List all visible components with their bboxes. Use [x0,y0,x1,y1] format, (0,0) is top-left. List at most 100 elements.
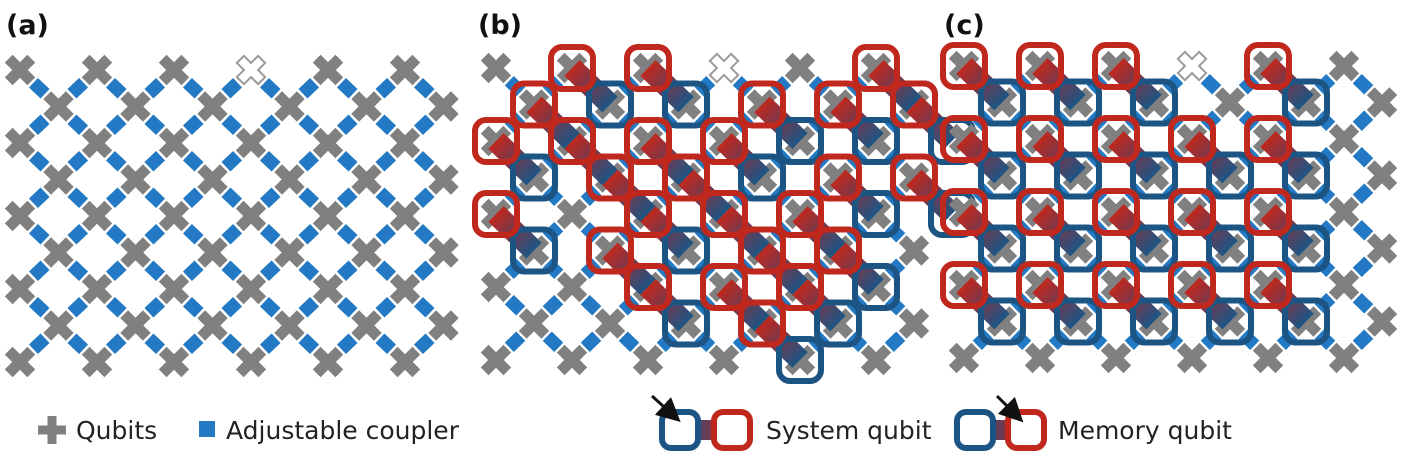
qubit-pair [940,42,1026,127]
qubit [556,198,588,230]
coupler [259,114,281,135]
coupler [182,151,204,172]
qubit-pair [1092,42,1178,127]
coupler [144,78,166,99]
memory-ring [586,80,634,129]
coupler [105,78,127,99]
lattice-panel-c [940,42,1398,374]
coupler [375,224,397,245]
qubit-pair [1244,42,1330,127]
memory-ring [776,117,824,165]
coupler [336,114,358,135]
qubit [312,127,344,159]
memory-ring [978,78,1026,127]
qubit-pair [1016,42,1102,127]
missing-qubit [708,52,740,84]
coupler [298,297,320,318]
memory-ring [1054,297,1102,346]
coupler [1352,147,1374,168]
coupler [298,224,320,245]
qubit-pair [624,263,710,348]
coupler [28,187,50,208]
coupler [413,187,435,208]
system-ring [700,190,748,238]
qubit [43,91,74,122]
coupler [182,187,204,208]
system-ring [1016,261,1064,309]
coupler [1352,220,1374,241]
system-ring [1092,261,1140,309]
coupler [413,151,435,172]
coupler [298,260,320,281]
coupler [221,187,243,208]
system-ring [1168,115,1216,163]
memory-ring-icon [954,409,996,451]
coupler [144,224,166,245]
memory-ring [662,80,710,129]
qubit [351,237,382,268]
coupler [1352,256,1374,277]
coupler [1352,329,1374,350]
coupler [259,151,281,172]
missing-qubit [235,54,267,86]
qubit-pair [1092,188,1178,273]
qubit [312,54,344,86]
qubit [312,346,344,378]
coupler [336,187,358,208]
coupler [259,260,281,281]
qubit [518,308,550,339]
qubit [274,91,305,122]
memory-ring [852,263,900,311]
coupler [1352,74,1374,95]
qubit [4,346,36,378]
system-ring [814,153,862,202]
coupler [375,297,397,318]
memory-ring [852,190,900,238]
panel-label-a: (a) [6,10,49,41]
qubit [556,271,588,303]
coupler [375,187,397,208]
coupler [67,260,89,281]
system-ring [1016,115,1064,163]
coupler [105,224,127,245]
coupler [413,78,435,99]
qubit [948,342,980,374]
qubit [158,200,190,232]
qubit-pair [738,299,824,384]
memory-ring [1130,224,1178,273]
coupler [1352,183,1374,204]
qubit-pair [940,115,1026,200]
coupler [182,333,204,354]
coupler [336,151,358,172]
coupler [259,224,281,245]
legend-memory-qubit-label: Memory qubit [1058,416,1232,445]
coupler [413,260,435,281]
system-ring [814,226,862,275]
system-ring [1016,42,1064,90]
arrow-icon [995,394,1024,423]
coupler [28,151,50,172]
qubit [480,344,512,376]
memory-ring [510,226,558,275]
coupler [182,78,204,99]
qubit [120,164,151,195]
coupler [67,297,89,318]
missing-qubit [1176,50,1208,82]
system-ring [1244,42,1292,90]
qubit [1328,50,1360,82]
qubit [1100,342,1132,374]
qubit-pair [1016,188,1102,273]
coupler [105,297,127,318]
qubit-pair [1168,115,1254,200]
memory-ring [852,117,900,165]
coupler [336,224,358,245]
system-ring [1168,188,1216,236]
coupler [298,114,320,135]
system-ring [776,263,824,311]
coupler [298,187,320,208]
coupler [336,260,358,281]
panel-label-b: (b) [478,10,522,41]
qubit [1366,160,1398,191]
system-ring [548,117,596,165]
qubit [1366,233,1398,264]
